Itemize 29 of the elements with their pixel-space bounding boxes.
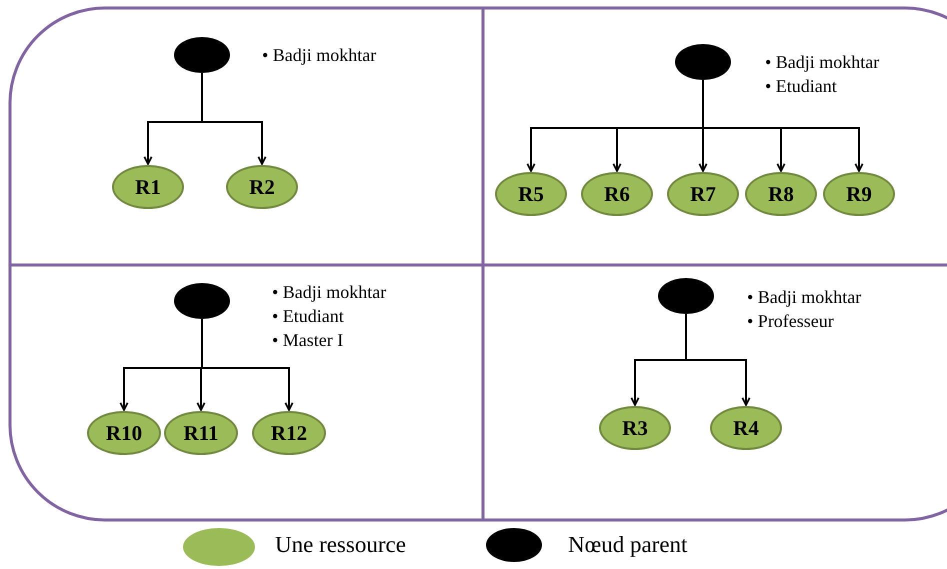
bullet-item: • Professeur (747, 310, 835, 333)
node-label: R11 (183, 420, 218, 446)
legend-text: Une ressource (275, 532, 406, 558)
node-label: R3 (622, 416, 648, 440)
node-label: R10 (106, 420, 142, 446)
node-label: R7 (690, 182, 716, 206)
parent-node-ellipse (174, 283, 230, 319)
parent-node-ellipse (675, 44, 731, 80)
bullet-item: • Badji mokhtar (272, 281, 386, 304)
node-label: R8 (768, 182, 794, 206)
node-label: R5 (518, 182, 544, 206)
bullet-item: • Badji mokhtar (765, 51, 880, 74)
node-label: R6 (604, 182, 630, 206)
bullet-item: • Badji mokhtar (262, 44, 376, 67)
node-label: R1 (135, 174, 161, 200)
arrow (702, 80, 864, 172)
node-label: R12 (270, 420, 308, 446)
bullet-item: • Etudiant (272, 305, 345, 328)
legend-text: Nœud parent (568, 532, 688, 558)
bullet-item: • Etudiant (765, 75, 838, 98)
parent-node-ellipse (174, 37, 230, 73)
node-label: R4 (733, 416, 759, 440)
parent-node-ellipse (658, 278, 714, 314)
bullet-item: • Badji mokhtar (747, 286, 862, 309)
arrow (201, 319, 294, 411)
bullet-item: • Master I (272, 329, 344, 352)
node-label: R9 (846, 182, 872, 206)
node-label: R2 (249, 174, 275, 200)
arrow (685, 314, 750, 406)
